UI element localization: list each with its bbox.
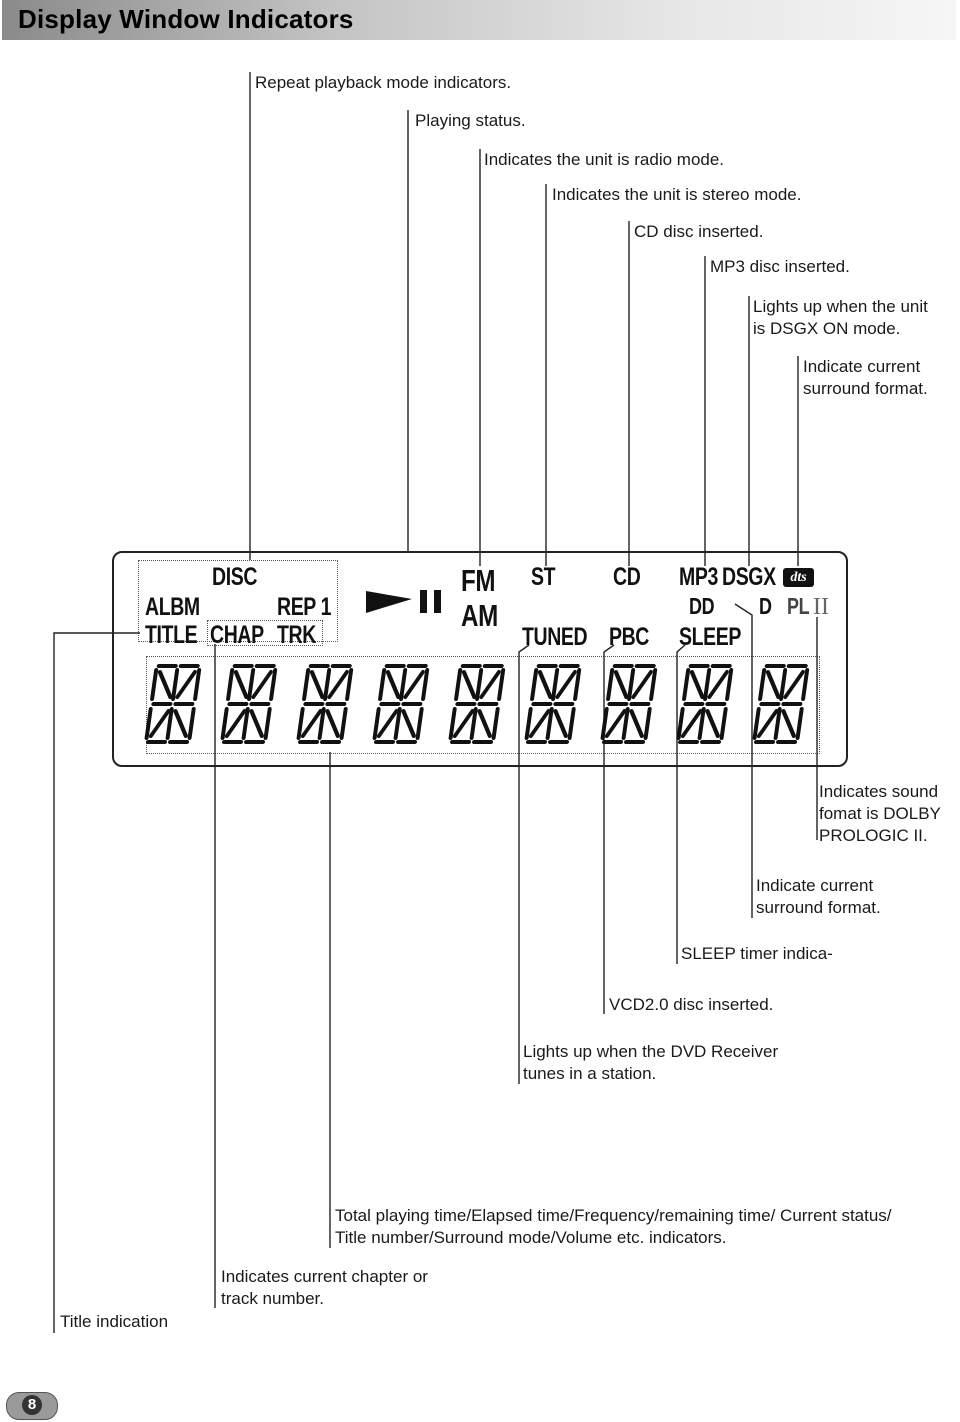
segment-digit	[524, 664, 582, 744]
indicator-st: ST	[531, 563, 556, 591]
segment-digit	[144, 664, 202, 744]
segment-digit	[752, 664, 810, 744]
callout-prologic-line3: PROLOGIC II.	[819, 826, 928, 845]
page-title: Display Window Indicators	[18, 4, 354, 34]
play-icon	[366, 591, 412, 613]
segment-digit	[220, 664, 278, 744]
digit-area-box	[146, 656, 820, 754]
indicator-title: TITLE	[145, 621, 198, 649]
callout-playing: Playing status.	[415, 111, 526, 130]
dolby-digital-logo: DD	[689, 593, 715, 619]
pause-icon-bar-left	[420, 590, 427, 613]
page-number: 8	[22, 1395, 42, 1415]
callout-prologic-line1: Indicates sound	[819, 782, 939, 801]
callout-cd: CD disc inserted.	[634, 222, 764, 241]
callout-tuned-line2: tunes in a station.	[523, 1064, 657, 1083]
segment-digits	[144, 664, 810, 744]
callout-tuned-line1: Lights up when the DVD Receiver	[523, 1042, 779, 1061]
indicator-chap: CHAP	[210, 621, 264, 649]
callout-surround-top-line2: surround format.	[803, 379, 928, 398]
segment-digit	[448, 664, 506, 744]
page-number-badge: 8	[6, 1392, 58, 1420]
indicator-fm: FM	[461, 563, 496, 598]
indicator-pbc: PBC	[609, 623, 650, 651]
indicator-disc: DISC	[212, 563, 258, 591]
segment-digit	[296, 664, 354, 744]
indicator-sleep: SLEEP	[679, 623, 741, 651]
indicator-dsgx: DSGX	[722, 563, 776, 591]
indicator-pl-ii: II	[813, 594, 829, 620]
callout-chapter-line2: track number.	[221, 1289, 324, 1308]
indicator-rep1: REP 1	[277, 593, 332, 621]
callout-chapter-line1: Indicates current chapter or	[221, 1267, 428, 1286]
indicator-am: AM	[461, 598, 498, 633]
indicator-group-box	[138, 560, 338, 642]
callout-title-indication: Title indication	[60, 1312, 169, 1331]
segment-digit	[676, 664, 734, 744]
callout-surround-bottom-line2: surround format.	[756, 898, 881, 917]
callout-repeat: Repeat playback mode indicators.	[255, 73, 512, 92]
indicator-mp3: MP3	[679, 563, 718, 591]
dts-logo: dts	[783, 568, 814, 587]
dolby-logo: D	[759, 593, 772, 619]
callout-mp3: MP3 disc inserted.	[710, 257, 850, 276]
indicator-cd: CD	[613, 563, 641, 591]
callout-total-line1: Total playing time/Elapsed time/Frequenc…	[335, 1206, 892, 1225]
segment-digit	[600, 664, 658, 744]
callout-stereo: Indicates the unit is stereo mode.	[552, 185, 802, 204]
callout-dsgx-line1: Lights up when the unit	[753, 297, 928, 316]
indicator-albm: ALBM	[145, 593, 200, 621]
chap-trk-box	[207, 620, 323, 646]
callout-total-line2: Title number/Surround mode/Volume etc. i…	[335, 1228, 727, 1247]
callout-radio: Indicates the unit is radio mode.	[484, 150, 725, 169]
callout-prologic-line2: fomat is DOLBY	[819, 804, 941, 823]
display-window	[112, 551, 848, 767]
header-bar: Display Window Indicators	[2, 0, 956, 40]
segment-digit	[372, 664, 430, 744]
callout-vcd: VCD2.0 disc inserted.	[609, 995, 774, 1014]
indicator-tuned: TUNED	[522, 623, 588, 651]
callout-dsgx-line2: is DSGX ON mode.	[753, 319, 901, 338]
indicator-pl: PL	[787, 593, 810, 619]
callout-surround-bottom-line1: Indicate current	[756, 876, 874, 895]
pause-icon-bar-right	[434, 590, 441, 613]
callout-sleep: SLEEP timer indica-	[681, 944, 833, 963]
callout-surround-top-line1: Indicate current	[803, 357, 921, 376]
indicator-trk: TRK	[277, 621, 316, 649]
